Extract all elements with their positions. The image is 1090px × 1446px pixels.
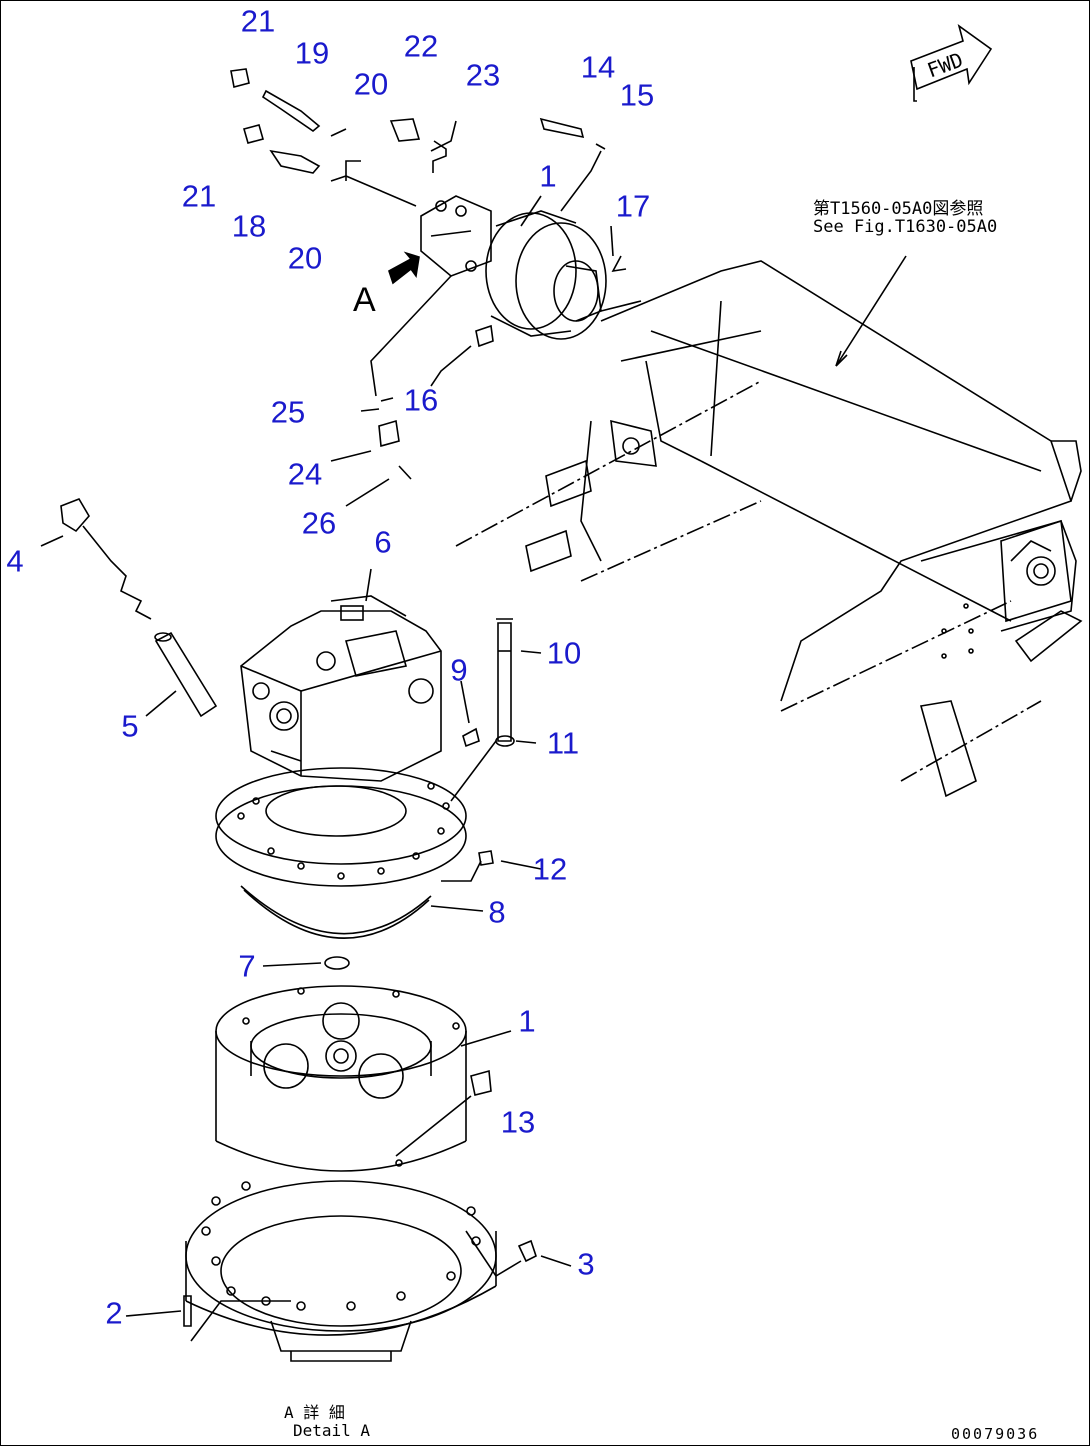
callout-3[interactable]: 3 <box>577 1246 595 1282</box>
callout-26[interactable]: 26 <box>301 505 337 541</box>
callout-4[interactable]: 4 <box>6 543 24 579</box>
callout-6[interactable]: 6 <box>374 524 392 560</box>
callout-9[interactable]: 9 <box>450 652 468 688</box>
callout-7[interactable]: 7 <box>238 948 256 984</box>
reference-note-jp: 第T1560-05A0図参照 <box>813 199 984 219</box>
callout-16[interactable]: 16 <box>403 382 439 418</box>
callout-13[interactable]: 13 <box>500 1104 536 1140</box>
callout-19[interactable]: 19 <box>294 35 330 71</box>
detail-caption-jp: A 詳 細 <box>284 1403 345 1422</box>
reference-note-en: See Fig.T1630-05A0 <box>813 217 998 237</box>
swing-motor-exploded-drawing <box>40 498 572 1362</box>
callout-2[interactable]: 2 <box>105 1295 123 1331</box>
callout-23[interactable]: 23 <box>465 57 501 93</box>
callout-25[interactable]: 25 <box>270 394 306 430</box>
callout-8[interactable]: 8 <box>488 894 506 930</box>
callout-5[interactable]: 5 <box>121 708 139 744</box>
callout-12[interactable]: 12 <box>532 851 568 887</box>
callout-21-lower[interactable]: 21 <box>181 178 217 214</box>
mounted-swing-motor-drawing <box>230 68 627 507</box>
callout-10[interactable]: 10 <box>546 635 582 671</box>
drawing-code: 00079036 <box>951 1425 1040 1443</box>
revolving-frame-drawing <box>455 255 1083 798</box>
callout-24[interactable]: 24 <box>287 456 323 492</box>
callout-1-upper[interactable]: 1 <box>539 158 557 194</box>
view-a-marker: A <box>353 281 376 319</box>
callout-15[interactable]: 15 <box>619 77 655 113</box>
detail-caption-en: Detail A <box>293 1421 371 1440</box>
fwd-arrow-icon <box>910 24 993 102</box>
callout-21-top[interactable]: 21 <box>240 3 276 39</box>
callout-17[interactable]: 17 <box>615 188 651 224</box>
callout-18[interactable]: 18 <box>231 208 267 244</box>
callout-20-lower[interactable]: 20 <box>287 240 323 276</box>
callout-1-lower[interactable]: 1 <box>518 1003 536 1039</box>
callout-22[interactable]: 22 <box>403 28 439 64</box>
callout-20-top[interactable]: 20 <box>353 66 389 102</box>
callout-11[interactable]: 11 <box>546 725 580 761</box>
callout-14[interactable]: 14 <box>580 49 616 85</box>
